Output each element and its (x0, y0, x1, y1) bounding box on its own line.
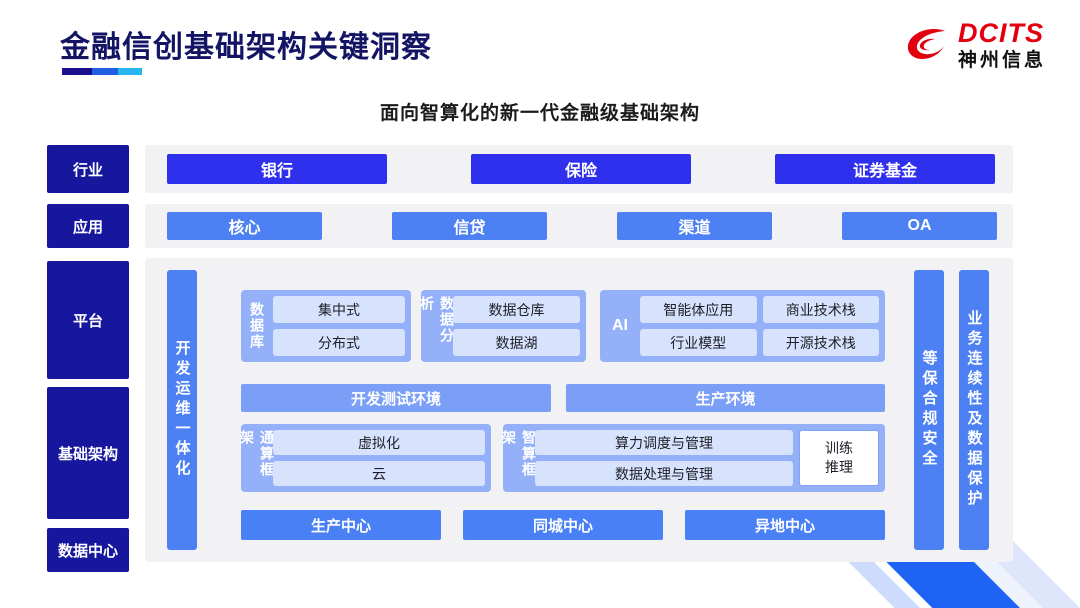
logo-cn-text: 神州信息 (957, 50, 1046, 71)
ai-item-commercial-stack[interactable]: 商业技术栈 (762, 296, 879, 323)
data-analysis-item-warehouse[interactable]: 数据仓库 (453, 296, 580, 323)
brand-logo: DCITS 神州信息 (904, 20, 1046, 70)
devops-vertical-bar[interactable]: 开发运维一体化 (167, 270, 197, 550)
group-ai: AI 智能体应用 商业技术栈 行业模型 开源技术栈 (600, 290, 885, 362)
ai-item-agent-app[interactable]: 智能体应用 (640, 296, 757, 323)
logo-en-text: DCITS (957, 18, 1044, 48)
diagram-subtitle: 面向智算化的新一代金融级基础架构 (379, 103, 700, 124)
side-box-line-train: 训练 (825, 440, 853, 457)
industry-item-insurance[interactable]: 保险 (471, 154, 691, 184)
group-database: 数据库 集中式 分布式 (241, 290, 411, 362)
continuity-vertical-bar[interactable]: 业务连续性及数据保护 (959, 270, 989, 550)
database-item-centralized[interactable]: 集中式 (273, 296, 405, 323)
industry-row-panel: 银行 保险 证券基金 (145, 145, 1013, 193)
title-underline-rule (62, 68, 142, 75)
general-compute-item-virtualization[interactable]: 虚拟化 (273, 430, 485, 455)
intelligent-compute-item-scheduling[interactable]: 算力调度与管理 (535, 430, 793, 455)
environment-production[interactable]: 生产环境 (566, 384, 885, 412)
compliance-vertical-bar[interactable]: 等保合规安全 (914, 270, 944, 550)
ai-item-industry-model[interactable]: 行业模型 (640, 329, 757, 356)
group-general-compute: 通算框架 虚拟化 云 (239, 424, 491, 492)
group-label-database: 数据库 (249, 302, 265, 350)
platform-main-panel: 开发运维一体化 等保合规安全 业务连续性及数据保护 数据库 集中式 分布式 数据… (145, 258, 1013, 562)
group-data-analysis: 数据分析 数据仓库 数据湖 (419, 290, 586, 362)
data-analysis-item-lake[interactable]: 数据湖 (453, 329, 580, 356)
application-row-panel: 核心 信贷 渠道 OA (145, 204, 1013, 248)
group-label-intelligent-compute: 智算框架 (501, 430, 537, 478)
layer-label-infrastructure: 基础架构 (47, 387, 129, 519)
application-item-oa[interactable]: OA (842, 212, 997, 240)
layer-label-industry: 行业 (47, 145, 129, 193)
intelligent-compute-side-box[interactable]: 训练 推理 (799, 430, 879, 486)
group-label-data-analysis: 数据分析 (419, 296, 455, 344)
industry-item-securities-fund[interactable]: 证券基金 (775, 154, 995, 184)
layer-label-platform: 平台 (47, 261, 129, 379)
industry-item-bank[interactable]: 银行 (167, 154, 387, 184)
environment-dev-test[interactable]: 开发测试环境 (241, 384, 551, 412)
layer-label-application: 应用 (47, 204, 129, 248)
database-item-distributed[interactable]: 分布式 (273, 329, 405, 356)
group-intelligent-compute: 智算框架 算力调度与管理 数据处理与管理 训练 推理 (501, 424, 885, 492)
center-item-remote[interactable]: 异地中心 (685, 510, 885, 540)
intelligent-compute-item-data-processing[interactable]: 数据处理与管理 (535, 461, 793, 486)
general-compute-item-cloud[interactable]: 云 (273, 461, 485, 486)
ai-item-opensource-stack[interactable]: 开源技术栈 (762, 329, 879, 356)
side-box-line-inference: 推理 (825, 459, 853, 475)
application-item-core[interactable]: 核心 (167, 212, 322, 240)
center-item-metro[interactable]: 同城中心 (463, 510, 663, 540)
center-item-production[interactable]: 生产中心 (241, 510, 441, 540)
page-title: 金融信创基础架构关键洞察 (60, 31, 432, 64)
layer-label-datacenter: 数据中心 (47, 528, 129, 572)
group-label-general-compute: 通算框架 (239, 430, 275, 478)
application-item-channel[interactable]: 渠道 (617, 212, 772, 240)
dcits-swirl-icon (904, 22, 950, 68)
group-label-ai: AI (612, 317, 628, 334)
application-item-credit[interactable]: 信贷 (392, 212, 547, 240)
